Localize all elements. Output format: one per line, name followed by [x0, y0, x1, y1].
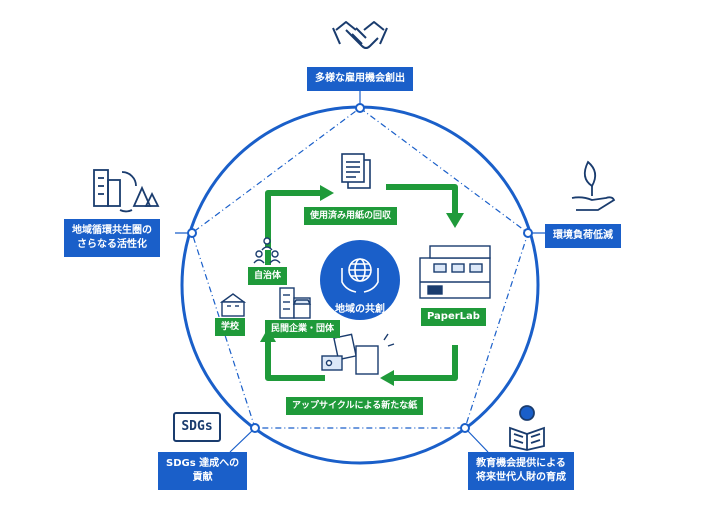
label-left-line2: さらなる活性化 [77, 239, 147, 250]
plant-hand-icon [571, 160, 616, 211]
school-icon [219, 293, 247, 317]
label-company: 民間企業・団体 [265, 320, 341, 338]
label-left-line1: 地域循環共生圏の [72, 225, 152, 236]
connector-bl [229, 427, 256, 453]
label-collect: 使用済み用紙の回収 [304, 207, 398, 225]
vertex-dots [187, 103, 533, 433]
upcycled-paper-icon [321, 333, 395, 375]
label-school: 学校 [215, 318, 246, 336]
label-right-environment: 環境負荷低減 [545, 224, 621, 248]
center-label: 地域の共創 [335, 304, 385, 315]
label-br-line2: 将来世代人財の育成 [476, 472, 566, 483]
globe-hands-icon [341, 258, 379, 293]
sdgs-logo: SDGs [173, 412, 221, 442]
connector-br [464, 427, 489, 453]
label-paperlab: PaperLab [421, 308, 486, 326]
label-bl-line2: 貢献 [192, 472, 213, 483]
label-bottom-right-education: 教育機会提供による 将来世代人財の育成 [468, 452, 574, 490]
paper-stack-icon [341, 153, 371, 189]
label-upcycle: アップサイクルによる新たな紙 [286, 397, 424, 415]
company-building-icon [279, 287, 312, 319]
label-left-regional: 地域循環共生圏の さらなる活性化 [64, 219, 160, 257]
label-bottom-left-sdgs: SDGs 達成への 貢献 [158, 452, 248, 490]
paperlab-machine-icon [419, 245, 491, 299]
label-municipality: 自治体 [248, 267, 288, 285]
reading-person-icon [509, 405, 545, 451]
people-icon [253, 237, 281, 264]
center-circle [320, 240, 400, 320]
city-trees-icon [93, 169, 160, 213]
label-top-employment: 多様な雇用機会創出 [307, 67, 413, 91]
label-bl-line1: SDGs 達成への [166, 458, 240, 469]
handshake-icon [332, 21, 388, 49]
pentagon [191, 107, 529, 429]
label-br-line1: 教育機会提供による [476, 458, 566, 469]
